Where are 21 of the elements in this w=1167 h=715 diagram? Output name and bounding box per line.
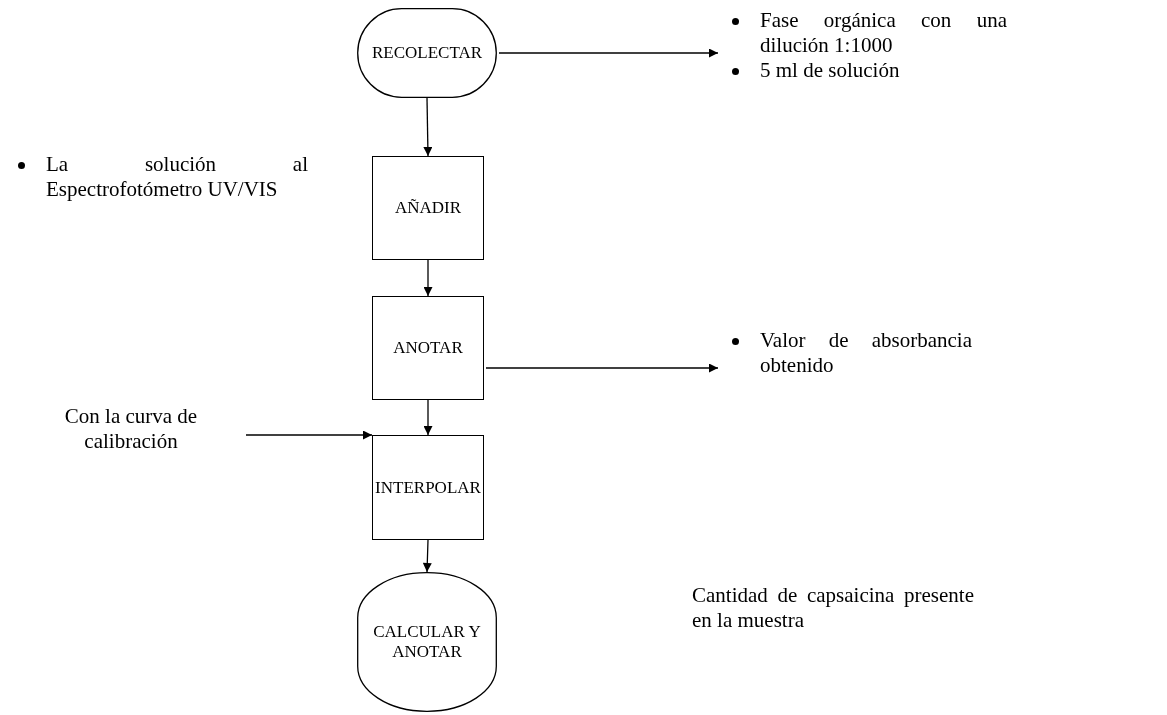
step-label: AÑADIR xyxy=(394,198,462,218)
arrow xyxy=(423,97,433,157)
arrow xyxy=(485,363,719,373)
bullet-item: 5 ml de solución xyxy=(722,58,1007,84)
arrow xyxy=(498,48,719,58)
note-text: Cantidad de capsaicina presente en la muestra xyxy=(692,583,974,634)
arrow xyxy=(423,399,433,436)
arrow xyxy=(422,539,432,573)
step-label: INTERPOLAR xyxy=(375,477,481,498)
bullet-item: Valor de absorbancia obtenido xyxy=(722,328,972,379)
bullet-item: La solución al Espectrofotómetro UV/VIS xyxy=(8,152,308,203)
arrow xyxy=(423,259,433,297)
process-box xyxy=(372,296,484,400)
process-box xyxy=(372,435,484,540)
step-label: CALCULAR Y ANOTAR xyxy=(372,622,482,662)
note-text: Con la curva de calibración xyxy=(63,404,199,455)
bullet-item: Fase orgánica con una dilución 1:1000 xyxy=(722,8,1007,59)
step-label: ANOTAR xyxy=(393,338,463,358)
arrow xyxy=(245,430,373,440)
process-box xyxy=(372,156,484,260)
step-label: RECOLECTAR xyxy=(370,43,484,63)
